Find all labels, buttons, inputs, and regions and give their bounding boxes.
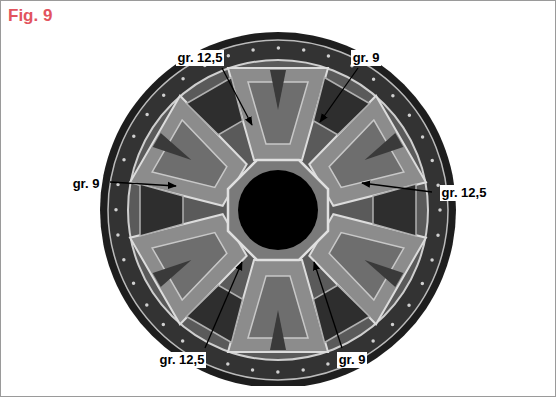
figure-title: Fig. 9 xyxy=(8,6,52,26)
leader-lines xyxy=(110,68,432,348)
weight-label: gr. 12,5 xyxy=(176,50,225,66)
weight-label: gr. 9 xyxy=(337,352,368,368)
weight-label: gr. 12,5 xyxy=(158,352,207,368)
weight-label: gr. 9 xyxy=(71,176,102,192)
wheel xyxy=(100,32,456,386)
weight-label: gr. 9 xyxy=(351,50,382,66)
weight-label: gr. 12,5 xyxy=(440,185,489,201)
